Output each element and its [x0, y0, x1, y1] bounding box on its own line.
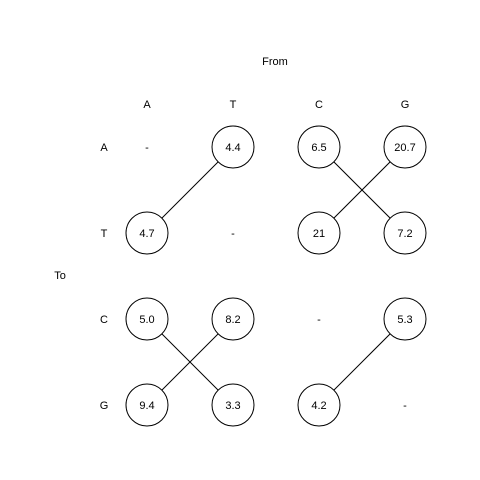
node-value-ta: 4.7 [139, 228, 154, 240]
empty-cell-gg: - [403, 400, 407, 412]
node-circle-tg [383, 211, 427, 255]
node-circle-ag [383, 125, 427, 169]
node-value-ca: 5.0 [139, 314, 154, 326]
edge-layer [146, 146, 406, 406]
empty-cell-aa: - [145, 142, 149, 154]
node-circle-ac [297, 125, 341, 169]
node-circle-ct [211, 297, 255, 341]
node-value-at: 4.4 [225, 142, 240, 154]
row-header-t: T [101, 228, 108, 240]
row-header-a: A [100, 142, 108, 154]
column-header-t: T [230, 99, 237, 111]
node-circle-ca [125, 297, 169, 341]
node-circle-ta [125, 211, 169, 255]
node-value-tc: 21 [313, 228, 325, 240]
node-circle-tc [297, 211, 341, 255]
node-circle-gt [211, 383, 255, 427]
node-circle-at [211, 125, 255, 169]
column-header-c: C [315, 99, 323, 111]
column-header-g: G [401, 99, 410, 111]
node-value-tg: 7.2 [397, 228, 412, 240]
empty-cell-cc: - [317, 314, 321, 326]
from-axis-label: From [262, 56, 288, 68]
row-header-g: G [100, 400, 109, 412]
to-axis-label: To [54, 270, 66, 282]
node-value-cg: 5.3 [397, 314, 412, 326]
node-value-ac: 6.5 [311, 142, 326, 154]
node-value-ct: 8.2 [225, 314, 240, 326]
node-value-gt: 3.3 [225, 400, 240, 412]
empty-cell-tt: - [231, 228, 235, 240]
column-header-a: A [143, 99, 151, 111]
node-value-ag: 20.7 [394, 142, 415, 154]
node-value-gc: 4.2 [311, 400, 326, 412]
row-header-c: C [100, 314, 108, 326]
node-circle-ga [125, 383, 169, 427]
node-circle-gc [297, 383, 341, 427]
node-value-ga: 9.4 [139, 400, 154, 412]
node-circle-cg [383, 297, 427, 341]
node-layer: - 4.4 6.5 20.7 4.7 - 21 7.2 5.0 8.2 - 5.3 9.4 3.3 4.2 - [125, 125, 427, 427]
